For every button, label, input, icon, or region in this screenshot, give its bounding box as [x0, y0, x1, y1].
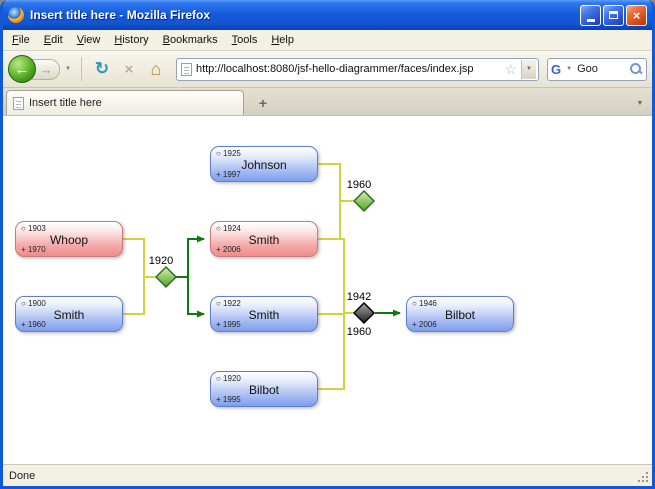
death-year: + 1960 [21, 320, 46, 329]
birth-year: ○ 1900 [21, 299, 46, 308]
window-title: Insert title here - Mozilla Firefox [30, 8, 211, 22]
forward-icon: → [39, 61, 53, 77]
history-dropdown-button[interactable]: ▼ [65, 66, 71, 72]
forward-button[interactable]: → [32, 58, 60, 80]
person-name: Johnson [241, 158, 287, 172]
menu-bar: File Edit View History Bookmarks Tools H… [3, 30, 652, 51]
minimize-button[interactable] [580, 4, 601, 26]
search-icon[interactable] [629, 62, 643, 76]
birth-year: ○ 1946 [412, 299, 437, 308]
menu-history[interactable]: History [114, 34, 149, 46]
location-dropdown-button[interactable]: ▼ [521, 59, 536, 79]
url-input[interactable]: http://localhost:8080/jsf-hello-diagramm… [195, 63, 474, 75]
diagram-edges-svg: 1920 1960 1942 1960 [123, 163, 401, 390]
menu-file[interactable]: File [12, 34, 30, 46]
person-name: Bilbot [444, 308, 476, 322]
google-engine-icon[interactable]: G [551, 61, 562, 77]
navigation-toolbar: ← → ▼ ↻ × ⌂ http://localhost:8080/jsf-he… [3, 51, 652, 88]
menu-view[interactable]: View [76, 34, 101, 46]
death-year: + 1995 [216, 395, 241, 404]
list-all-tabs-button[interactable]: ▼ [636, 99, 644, 107]
connector-child [187, 277, 205, 318]
marriage-year-label: 1960 [347, 326, 371, 338]
status-bar: Done [3, 464, 652, 486]
home-icon: ⌂ [150, 58, 162, 79]
search-input[interactable]: Goo [577, 63, 598, 75]
person-name: Bilbot [248, 383, 280, 397]
tab-favicon [13, 96, 24, 110]
death-year: + 2006 [412, 320, 437, 329]
connector-child [176, 235, 205, 278]
death-year: + 1995 [216, 320, 241, 329]
resize-grip[interactable] [646, 480, 648, 482]
reload-icon: ↻ [94, 59, 110, 78]
person-name: Smith [53, 308, 85, 322]
death-year: + 1970 [21, 245, 46, 254]
marriage-node[interactable] [352, 189, 376, 213]
search-engine-dropdown[interactable]: ▼ [566, 66, 573, 72]
person-name: Smith [248, 233, 280, 247]
marriage-node[interactable] [154, 265, 178, 289]
home-button[interactable]: ⌂ [144, 56, 168, 82]
bookmark-star-icon[interactable]: ☆ [504, 61, 517, 77]
person-name: Smith [248, 308, 280, 322]
back-button[interactable]: ← [8, 55, 36, 83]
location-bar[interactable]: http://localhost:8080/jsf-hello-diagramm… [175, 57, 539, 81]
toolbar-separator [80, 57, 82, 81]
close-button[interactable]: × [626, 4, 647, 26]
person-name: Whoop [49, 233, 89, 247]
marriage-year-label: 1942 [347, 291, 371, 303]
marriage-year-label: 1920 [149, 255, 173, 267]
back-icon: ← [14, 60, 30, 78]
stop-button[interactable]: × [117, 56, 141, 82]
status-text: Done [9, 469, 36, 482]
maximize-button[interactable] [603, 4, 624, 26]
tab-label: Insert title here [29, 97, 102, 109]
maximize-icon [609, 11, 618, 19]
close-icon: × [632, 7, 641, 23]
stop-icon: × [124, 60, 134, 78]
search-bar[interactable]: G ▼ Goo [547, 57, 647, 81]
death-year: + 1997 [216, 170, 241, 179]
menu-help[interactable]: Help [271, 34, 294, 46]
birth-year: ○ 1922 [216, 299, 241, 308]
chevron-down-icon: ▼ [526, 66, 532, 72]
new-tab-button[interactable]: + [258, 95, 268, 111]
death-year: + 2006 [216, 245, 241, 254]
birth-year: ○ 1925 [216, 149, 241, 158]
page-favicon [180, 62, 192, 76]
birth-year: ○ 1924 [216, 224, 241, 233]
menu-edit[interactable]: Edit [43, 34, 63, 46]
firefox-icon [8, 7, 24, 23]
tab-insert-title-here[interactable]: Insert title here [6, 90, 244, 115]
title-bar: Insert title here - Mozilla Firefox × [3, 0, 652, 30]
reload-button[interactable]: ↻ [90, 56, 114, 82]
birth-year: ○ 1920 [216, 374, 241, 383]
menu-tools[interactable]: Tools [231, 34, 258, 46]
marriage-year-label: 1960 [347, 179, 371, 191]
connector-spouse [318, 163, 341, 240]
birth-year: ○ 1903 [21, 224, 46, 233]
window-controls: × [580, 4, 647, 26]
menu-bookmarks[interactable]: Bookmarks [162, 34, 218, 46]
minimize-icon [586, 18, 595, 22]
tab-strip: Insert title here + ▼ [3, 88, 652, 116]
marriage-node[interactable] [352, 301, 376, 325]
connector-spouse [123, 238, 145, 315]
